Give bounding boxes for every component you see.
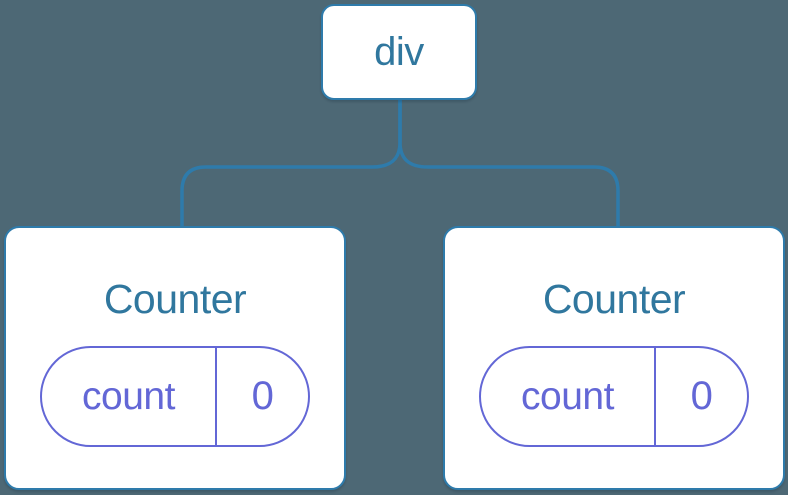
root-node-div: div xyxy=(321,4,477,100)
state-pill: count 0 xyxy=(479,346,749,448)
edge-root-to-counter-2 xyxy=(398,100,620,228)
component-title: Counter xyxy=(103,276,247,322)
root-node-label: div xyxy=(374,29,424,74)
state-key-label: count xyxy=(481,348,656,446)
edge-root-to-counter-1 xyxy=(180,100,402,228)
counter-card-2: Counter count 0 xyxy=(443,226,785,490)
state-value: 0 xyxy=(690,374,713,419)
counter-card-1: Counter count 0 xyxy=(4,226,346,490)
state-value: 0 xyxy=(251,374,274,419)
state-pill: count 0 xyxy=(40,346,310,448)
state-key-label: count xyxy=(42,348,217,446)
component-title: Counter xyxy=(542,276,686,322)
